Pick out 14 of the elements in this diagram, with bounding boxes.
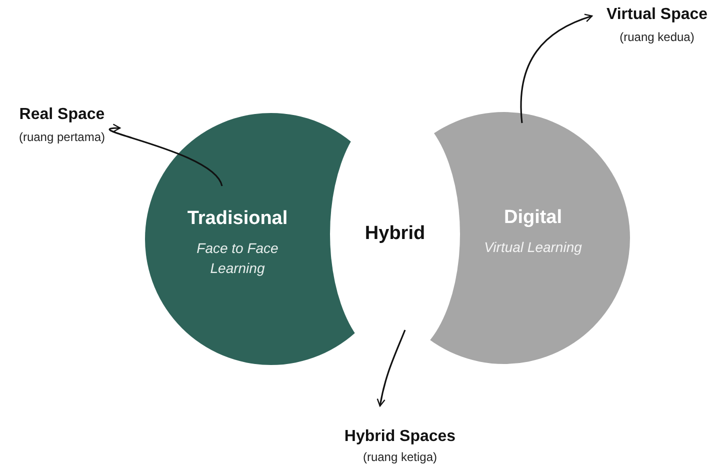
space-label: Real Space: [18, 106, 106, 124]
curved-arrow: [109, 124, 223, 186]
space-subtitle: (ruang kedua): [618, 30, 696, 44]
space-subtitle: (ruang ketiga): [362, 450, 438, 464]
category-heading: Tradisional: [186, 208, 289, 230]
category-description: Virtual Learning: [483, 238, 583, 257]
space-subtitle: (ruang pertama): [18, 130, 106, 144]
overlap-heading: Hybrid: [364, 223, 426, 245]
category-heading: Digital: [502, 207, 564, 229]
space-label: Hybrid Spaces: [343, 428, 457, 446]
category-description: Face to Face Learning: [196, 239, 280, 278]
curved-arrow: [376, 330, 406, 407]
space-label: Virtual Space: [605, 6, 709, 24]
curved-arrow: [520, 14, 593, 124]
